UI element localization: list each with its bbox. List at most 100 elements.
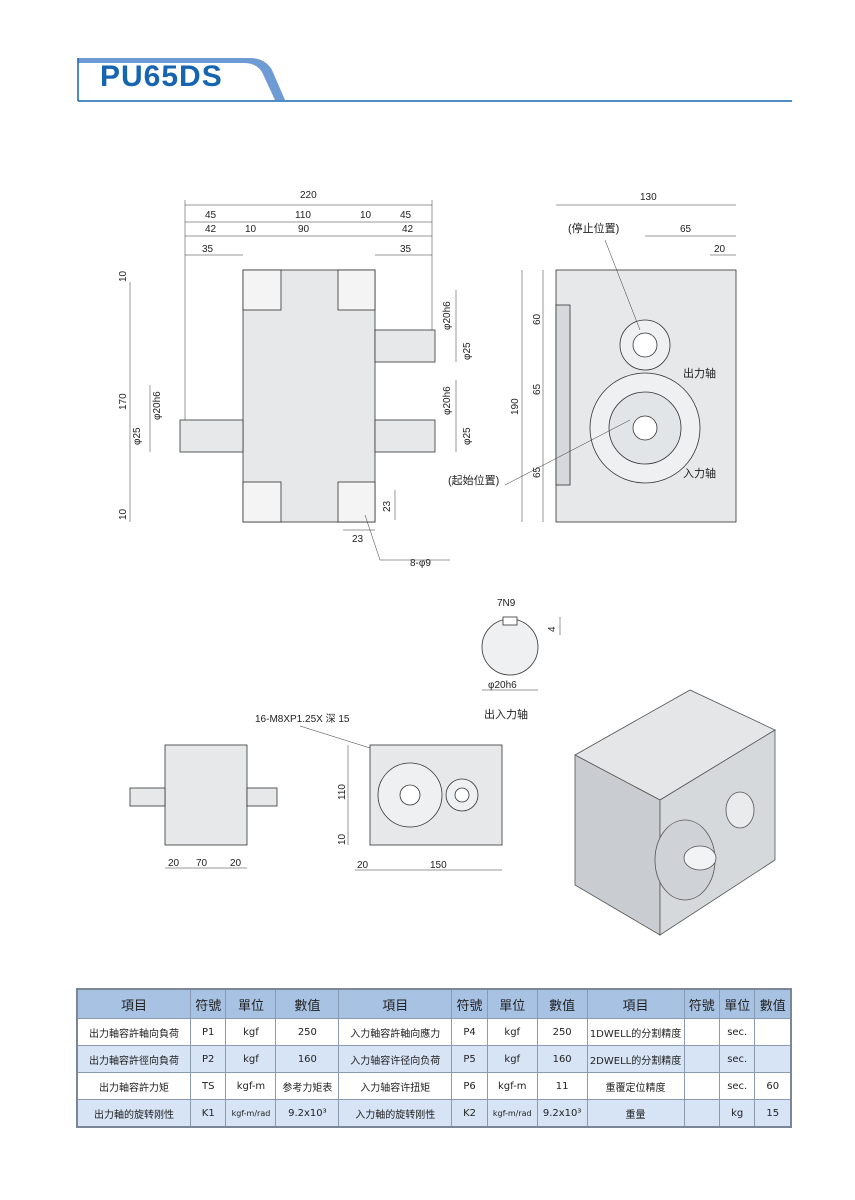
table-cell: kgf bbox=[486, 1018, 538, 1046]
output-shaft-label: 出力轴 bbox=[683, 366, 716, 380]
dim-label: 10 bbox=[118, 508, 129, 520]
dim-label: 35 bbox=[202, 244, 214, 255]
table-cell: 重覆定位精度 bbox=[586, 1072, 685, 1100]
dim-label: 20 bbox=[168, 858, 180, 869]
dim-label: 150 bbox=[430, 860, 447, 871]
col-header: 數值 bbox=[754, 988, 792, 1019]
shaft-diameter-label: φ20h6 bbox=[488, 680, 517, 691]
table-cell: 入力軸的旋转刚性 bbox=[338, 1099, 453, 1128]
dim-label: φ20h6 bbox=[152, 391, 163, 420]
table-cell: 入力轴容许径向负荷 bbox=[338, 1045, 453, 1073]
table-cell: 出力軸容許徑向負荷 bbox=[76, 1045, 191, 1073]
table-cell: P4 bbox=[451, 1018, 488, 1046]
col-header: 單位 bbox=[486, 988, 538, 1019]
dim-label: φ25 bbox=[462, 427, 473, 445]
col-header: 符號 bbox=[451, 988, 488, 1019]
table-cell: 250 bbox=[275, 1018, 340, 1046]
table-cell bbox=[754, 1045, 792, 1073]
dim-label: 170 bbox=[118, 393, 129, 410]
table-cell: kgf-m bbox=[225, 1072, 277, 1100]
col-header: 項目 bbox=[338, 988, 453, 1019]
dim-label: 8-φ9 bbox=[410, 558, 431, 569]
table-cell bbox=[683, 1045, 720, 1073]
table-cell: P1 bbox=[189, 1018, 227, 1046]
dim-label: 10 bbox=[118, 270, 129, 282]
dim-label: 65 bbox=[532, 383, 543, 395]
col-header: 符號 bbox=[189, 988, 227, 1019]
table-cell: kgf bbox=[225, 1018, 277, 1046]
table-cell bbox=[683, 1099, 720, 1128]
col-header: 數值 bbox=[536, 988, 588, 1019]
table-cell: sec. bbox=[718, 1018, 756, 1046]
table-cell: kg bbox=[718, 1099, 756, 1128]
dim-label: 10 bbox=[360, 210, 372, 221]
table-cell: K1 bbox=[189, 1099, 227, 1128]
front-view-drawing: 220 45 110 10 45 42 10 90 42 35 35 10 17… bbox=[118, 190, 776, 936]
dim-label: 42 bbox=[402, 224, 414, 235]
table-cell: kgf-m/rad bbox=[225, 1099, 277, 1128]
table-cell: kgf bbox=[225, 1045, 277, 1073]
dim-label: 35 bbox=[400, 244, 412, 255]
table-cell: 入力轴容许扭矩 bbox=[338, 1072, 453, 1100]
table-cell: 11 bbox=[536, 1072, 588, 1100]
table-cell: 2DWELL的分割精度 bbox=[586, 1045, 685, 1073]
table-cell: kgf bbox=[486, 1045, 538, 1073]
table-cell: P2 bbox=[189, 1045, 227, 1073]
table-cell: TS bbox=[189, 1072, 227, 1100]
table-cell: 250 bbox=[536, 1018, 588, 1046]
dim-label: 110 bbox=[337, 784, 348, 800]
col-header: 符號 bbox=[683, 988, 720, 1019]
dim-label: 45 bbox=[400, 210, 412, 221]
input-shaft-label: 入力轴 bbox=[683, 466, 716, 480]
dim-label: 20 bbox=[357, 860, 369, 871]
dim-label: 70 bbox=[196, 858, 208, 869]
dim-label: 110 bbox=[295, 210, 311, 221]
table-cell: P6 bbox=[451, 1072, 488, 1100]
table-cell: kgf-m/rad bbox=[486, 1099, 538, 1128]
table-cell: 60 bbox=[754, 1072, 792, 1100]
dim-label: 23 bbox=[382, 500, 393, 512]
table-cell: 9.2x10³ bbox=[536, 1099, 588, 1128]
spec-table: 項目 符號 單位 數值 項目 符號 單位 數值 項目 符號 單位 數值 出力軸容… bbox=[76, 988, 792, 1128]
table-cell: 参考力矩表 bbox=[275, 1072, 340, 1100]
table-cell: 重量 bbox=[586, 1099, 685, 1128]
front-view-dimensions: 220 45 110 10 45 42 10 90 42 35 35 10 17… bbox=[118, 190, 473, 569]
dim-label: φ25 bbox=[132, 427, 143, 445]
dim-label: 60 bbox=[532, 313, 543, 325]
table-header-row: 項目 符號 單位 數值 項目 符號 單位 數值 項目 符號 單位 數值 bbox=[76, 988, 792, 1019]
dim-label: 20 bbox=[230, 858, 242, 869]
table-cell: 160 bbox=[536, 1045, 588, 1073]
header-band bbox=[77, 58, 792, 102]
table-cell: P5 bbox=[451, 1045, 488, 1073]
dim-label: 90 bbox=[298, 224, 310, 235]
table-cell: 出力軸容許軸向負荷 bbox=[76, 1018, 191, 1046]
dim-label: φ25 bbox=[462, 342, 473, 360]
col-header: 項目 bbox=[76, 988, 191, 1019]
table-cell: 15 bbox=[754, 1099, 792, 1128]
dim-label: 130 bbox=[640, 192, 657, 203]
dim-label: 20 bbox=[714, 244, 726, 255]
dim-label: 10 bbox=[245, 224, 257, 235]
key-depth-label: 4 bbox=[547, 626, 558, 632]
table-cell: K2 bbox=[451, 1099, 488, 1128]
table-cell: 160 bbox=[275, 1045, 340, 1073]
dim-label: 190 bbox=[510, 398, 521, 415]
shaft-caption: 出入力轴 bbox=[484, 707, 528, 721]
col-header: 單位 bbox=[718, 988, 756, 1019]
table-cell: 出力軸容許力矩 bbox=[76, 1072, 191, 1100]
table-cell: kgf-m bbox=[486, 1072, 538, 1100]
model-title: PU65DS bbox=[100, 60, 223, 93]
table-cell bbox=[683, 1072, 720, 1100]
table-cell bbox=[754, 1018, 792, 1046]
stop-position-label: (停止位置) bbox=[568, 221, 619, 235]
table-cell: 9.2x10³ bbox=[275, 1099, 340, 1128]
dim-label: 23 bbox=[352, 534, 364, 545]
dim-label: 65 bbox=[680, 224, 692, 235]
table-cell: sec. bbox=[718, 1072, 756, 1100]
dim-label: 220 bbox=[300, 190, 317, 201]
col-header: 項目 bbox=[586, 988, 685, 1019]
